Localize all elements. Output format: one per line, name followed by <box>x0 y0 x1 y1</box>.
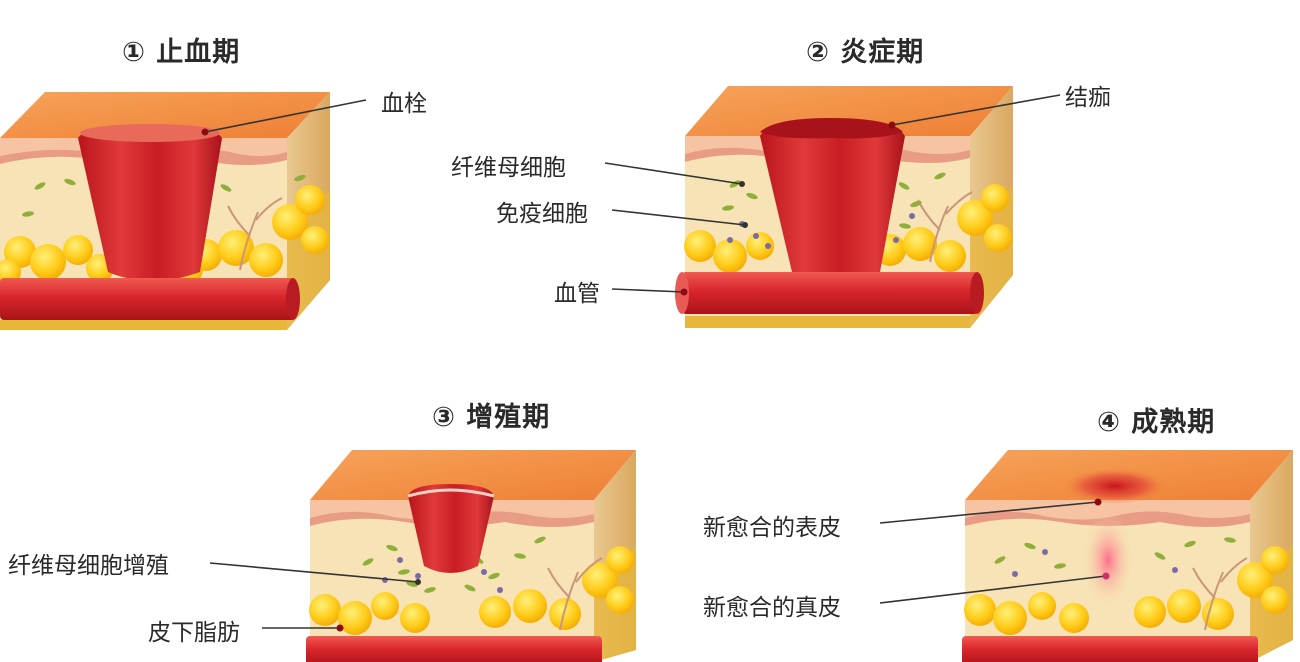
leader-line-fibroblast <box>604 162 743 185</box>
label-new-epidermis: 新愈合的表皮 <box>703 515 841 541</box>
skin-block-stage-4 <box>962 450 1293 662</box>
label-new-dermis: 新愈合的真皮 <box>703 595 841 621</box>
leader-line-vessel <box>611 288 685 293</box>
stage-3-title: ③ 增殖期 <box>432 402 551 433</box>
label-fibroblast: 纤维母细胞 <box>451 155 566 181</box>
stage-2-title: ② 炎症期 <box>806 37 925 68</box>
skin-block-stage-3 <box>306 450 636 662</box>
label-blood-vessel: 血管 <box>554 281 600 307</box>
leader-line-immune-cell <box>611 209 746 226</box>
skin-block-stage-2 <box>675 86 1013 328</box>
skin-block-stage-1 <box>0 92 330 330</box>
label-fibroblast-proliferation: 纤维母细胞增殖 <box>8 553 169 579</box>
leader-line-scab <box>891 94 1061 126</box>
stage-4-title: ④ 成熟期 <box>1097 407 1216 438</box>
leader-line-new-epidermis <box>879 501 1099 524</box>
label-immune-cell: 免疫细胞 <box>496 201 588 227</box>
leader-lines <box>204 94 1107 629</box>
label-subcutaneous-fat: 皮下脂肪 <box>148 620 240 646</box>
leader-line-new-dermis <box>879 575 1107 604</box>
leader-line-thrombus <box>204 99 367 133</box>
stage-1-title: ① 止血期 <box>122 37 241 68</box>
label-thrombus: 血栓 <box>381 91 427 117</box>
label-scab: 结痂 <box>1065 85 1111 111</box>
leader-dots <box>201 121 1110 632</box>
leader-line-fibroblast-proliferation <box>209 562 419 583</box>
